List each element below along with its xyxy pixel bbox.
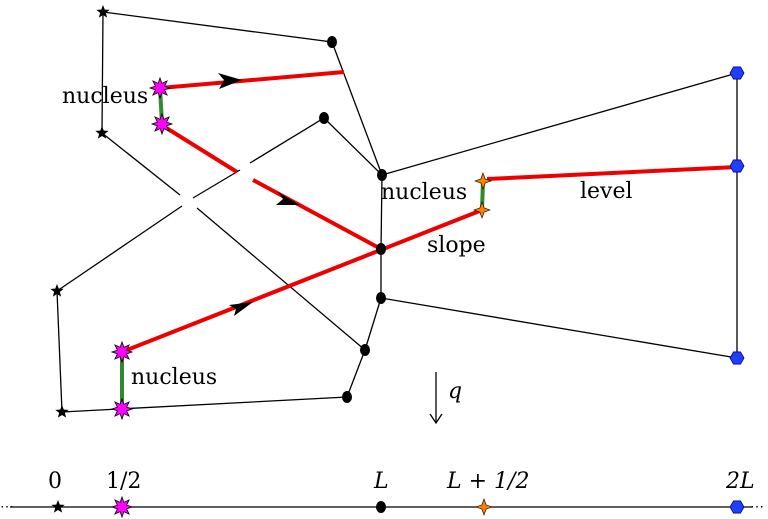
axis-dots-left: ⋯: [0, 499, 14, 515]
vertex-hexagon-blue-0: [729, 66, 745, 80]
vertex-dot-0: [327, 36, 337, 48]
graph-edges: [56, 11, 738, 413]
axis-tick-1: 1/2: [106, 469, 141, 494]
axis-tick-4: 2L: [725, 469, 755, 494]
axis-marker-L-half: [475, 498, 493, 516]
vertex-star-magenta-1: [150, 112, 174, 136]
vertex-star-black-2: [50, 284, 64, 297]
axis-marker-0: [51, 500, 65, 513]
q-arrow-head: [429, 413, 443, 425]
vertex-dot-1: [319, 112, 329, 124]
edge-cross-descending-lower: [196, 207, 366, 351]
q-label: q: [448, 379, 462, 404]
vertex-dot-4: [376, 292, 386, 304]
level-label: level: [580, 179, 633, 204]
axis-markers: [51, 495, 745, 519]
edge-right-lower: [380, 297, 738, 359]
red-path-descending-2: [252, 178, 382, 251]
red-path-descending: [158, 122, 239, 174]
vertex-star-magenta-0: [148, 76, 172, 100]
vertex-dot-3: [376, 243, 386, 255]
axis-marker-L: [376, 501, 386, 513]
vertex-star-black-1: [95, 126, 109, 139]
text-labels: nucleus nucleus nucleus level slope: [62, 84, 633, 390]
axis-marker-half: [110, 495, 134, 519]
red-path-level: [486, 165, 738, 181]
vertices: [50, 5, 745, 421]
vertex-dot-6: [342, 391, 352, 403]
red-path-top: [159, 70, 345, 90]
nucleus-label-top: nucleus: [62, 84, 148, 109]
edge-left-vertical: [101, 11, 104, 134]
vertex-star-orange-0: [474, 172, 492, 190]
slope-label: slope: [427, 233, 486, 258]
vertex-star-orange-1: [473, 201, 491, 219]
edge-cross-ascending: [56, 205, 183, 292]
vertex-star-magenta-3: [110, 397, 134, 421]
q-arrow: q: [429, 372, 462, 425]
edge-center-chain: [364, 174, 383, 351]
vertex-hexagon-blue-1: [729, 159, 745, 173]
vertex-star-black-0: [96, 5, 110, 18]
edge-right-upper: [381, 72, 738, 176]
vertex-dot-2: [377, 169, 387, 181]
axis-dots-right: ⋯: [750, 499, 764, 515]
edge-bottom-left-vertical: [56, 290, 63, 413]
vertex-star-black-3: [55, 405, 69, 418]
red-path-ascending: [121, 208, 483, 354]
nucleus-label-bottom: nucleus: [131, 365, 217, 390]
arrowheads: [218, 73, 300, 316]
arrowhead-ascending: [229, 302, 253, 316]
vertex-dot-5: [360, 344, 370, 356]
edge-cross-descending: [101, 132, 181, 196]
axis-marker-2L: [729, 500, 745, 514]
arrowhead-top: [218, 73, 242, 89]
arrowhead-descending: [276, 192, 300, 205]
edge-cross-ascending-top: [249, 117, 383, 176]
edge-cross-ascending-upper: [192, 169, 241, 199]
axis-tick-2: L: [373, 469, 389, 494]
axis-tick-0: 0: [48, 469, 62, 494]
vertex-star-magenta-2: [110, 340, 134, 364]
red-paths: [121, 70, 738, 354]
nucleus-label-mid: nucleus: [381, 180, 467, 205]
axis-tick-3: L + 1/2: [446, 469, 529, 494]
vertex-hexagon-blue-2: [729, 351, 745, 365]
